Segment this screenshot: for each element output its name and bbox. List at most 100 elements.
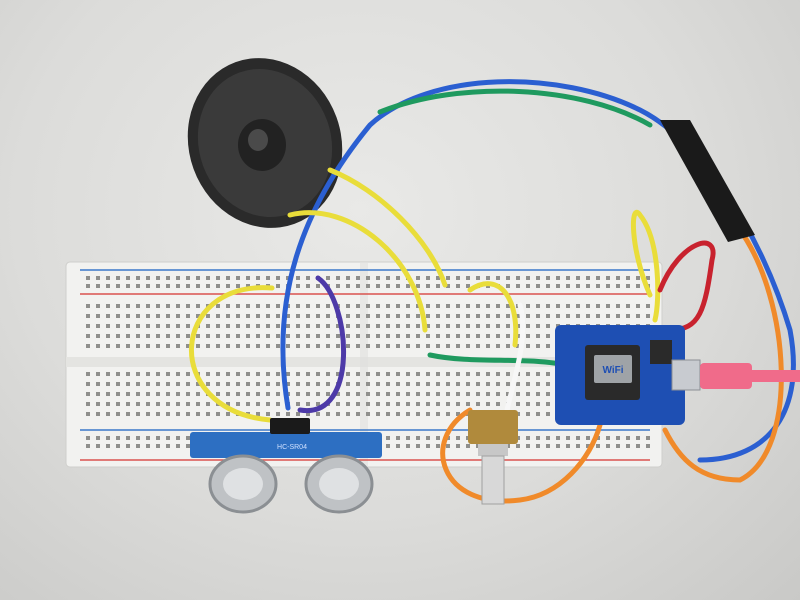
breadboard-hole <box>166 334 170 338</box>
breadboard-hole <box>266 402 270 406</box>
breadboard-hole <box>446 314 450 318</box>
breadboard-hole <box>136 344 140 348</box>
breadboard-hole <box>166 276 170 280</box>
breadboard-hole <box>296 284 300 288</box>
breadboard-hole <box>296 402 300 406</box>
breadboard-hole <box>206 372 210 376</box>
cable-connector <box>660 120 755 242</box>
breadboard-hole <box>516 276 520 280</box>
breadboard-hole <box>176 284 180 288</box>
breadboard-hole <box>476 276 480 280</box>
breadboard-hole <box>226 284 230 288</box>
wire-yellow-left <box>188 285 275 423</box>
breadboard-hole <box>176 324 180 328</box>
breadboard-hole <box>176 436 180 440</box>
breadboard-hole <box>526 382 530 386</box>
breadboard-hole <box>286 382 290 386</box>
breadboard-hole <box>396 276 400 280</box>
breadboard-hole <box>466 324 470 328</box>
breadboard-hole <box>626 436 630 440</box>
breadboard-hole <box>456 284 460 288</box>
breadboard-hole <box>586 314 590 318</box>
breadboard-hole <box>196 334 200 338</box>
breadboard-hole <box>276 334 280 338</box>
breadboard-hole <box>496 372 500 376</box>
breadboard-hole <box>256 402 260 406</box>
breadboard-hole <box>416 304 420 308</box>
breadboard-hole <box>376 284 380 288</box>
breadboard-hole <box>196 402 200 406</box>
breadboard-hole <box>436 436 440 440</box>
breadboard-hole <box>356 334 360 338</box>
breadboard-hole <box>86 444 90 448</box>
breadboard-hole <box>496 392 500 396</box>
breadboard-hole <box>406 334 410 338</box>
breadboard-hole <box>256 324 260 328</box>
breadboard-hole <box>426 284 430 288</box>
breadboard-hole <box>96 314 100 318</box>
breadboard-hole <box>216 324 220 328</box>
breadboard-hole <box>506 372 510 376</box>
breadboard-hole <box>596 284 600 288</box>
breadboard-hole <box>106 276 110 280</box>
breadboard-hole <box>216 276 220 280</box>
breadboard-hole <box>296 392 300 396</box>
breadboard-hole <box>426 276 430 280</box>
breadboard-hole <box>106 402 110 406</box>
breadboard-hole <box>506 284 510 288</box>
breadboard-hole <box>276 304 280 308</box>
potentiometer <box>468 410 518 505</box>
breadboard-hole <box>496 382 500 386</box>
breadboard-hole <box>326 324 330 328</box>
breadboard-hole <box>496 324 500 328</box>
breadboard-hole <box>636 444 640 448</box>
breadboard-hole <box>396 382 400 386</box>
breadboard-hole <box>106 444 110 448</box>
breadboard-hole <box>166 436 170 440</box>
breadboard-hole <box>396 412 400 416</box>
wire-orange-left <box>440 407 603 504</box>
breadboard-hole <box>86 276 90 280</box>
breadboard-hole <box>536 344 540 348</box>
breadboard-hole <box>506 382 510 386</box>
breadboard-hole <box>536 436 540 440</box>
breadboard-hole <box>186 334 190 338</box>
breadboard-hole <box>216 382 220 386</box>
breadboard-hole <box>346 382 350 386</box>
breadboard-hole <box>376 276 380 280</box>
breadboard-hole <box>136 436 140 440</box>
breadboard-hole <box>206 334 210 338</box>
breadboard-hole <box>546 334 550 338</box>
breadboard-hole <box>576 436 580 440</box>
breadboard-hole <box>186 402 190 406</box>
breadboard-hole <box>386 402 390 406</box>
breadboard-hole <box>86 372 90 376</box>
breadboard-hole <box>186 314 190 318</box>
breadboard-hole <box>266 314 270 318</box>
breadboard-hole <box>346 402 350 406</box>
breadboard-hole <box>536 334 540 338</box>
breadboard-hole <box>526 412 530 416</box>
breadboard-hole <box>386 382 390 386</box>
breadboard-hole <box>366 304 370 308</box>
breadboard-hole <box>456 412 460 416</box>
breadboard-hole <box>456 436 460 440</box>
breadboard-hole <box>386 304 390 308</box>
breadboard-hole <box>306 324 310 328</box>
breadboard-hole <box>246 402 250 406</box>
breadboard-hole <box>96 344 100 348</box>
breadboard-hole <box>266 382 270 386</box>
breadboard-hole <box>336 372 340 376</box>
breadboard-hole <box>106 382 110 386</box>
wires <box>188 79 796 504</box>
breadboard-hole <box>136 382 140 386</box>
breadboard-hole <box>166 382 170 386</box>
breadboard-hole <box>86 382 90 386</box>
breadboard-hole <box>166 304 170 308</box>
breadboard-hole <box>346 304 350 308</box>
breadboard-hole <box>306 284 310 288</box>
breadboard-hole <box>86 324 90 328</box>
breadboard-hole <box>246 392 250 396</box>
breadboard-hole <box>496 344 500 348</box>
breadboard-hole <box>346 276 350 280</box>
